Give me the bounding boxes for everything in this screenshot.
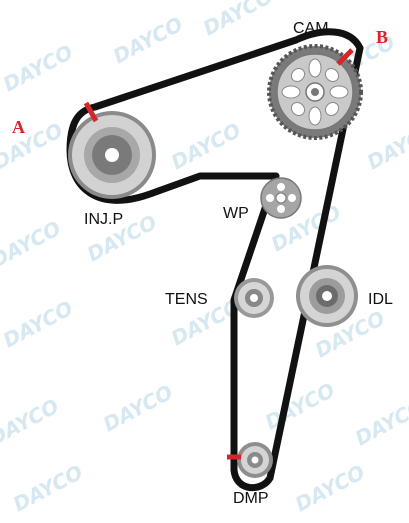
- cam-label: CAM: [293, 20, 329, 37]
- water-pump-pulley: [260, 177, 302, 219]
- mark-label-a: A: [12, 117, 25, 137]
- timing-mark-b: [336, 48, 354, 66]
- watermark: DAYCO: [0, 40, 77, 97]
- watermark: DAYCO: [9, 460, 87, 517]
- watermark: DAYCO: [351, 394, 409, 451]
- watermark: DAYCO: [0, 118, 67, 175]
- watermark: DAYCO: [109, 12, 187, 69]
- tensioner-label: TENS: [165, 291, 208, 308]
- damper-label: DMP: [233, 490, 269, 507]
- watermark: DAYCO: [167, 118, 245, 175]
- water-pump-label: WP: [223, 205, 249, 222]
- watermark: DAYCO: [363, 118, 409, 175]
- cam-pulley: [267, 44, 363, 140]
- watermark: DAYCO: [0, 296, 77, 353]
- watermark: DAYCO: [261, 378, 339, 435]
- mark-label-b: B: [376, 27, 388, 47]
- watermark: DAYCO: [99, 380, 177, 437]
- tensioner-pulley: [234, 278, 274, 318]
- damper-pulley: [237, 442, 273, 478]
- idler-pulley: [296, 265, 358, 327]
- watermark: DAYCO: [291, 460, 369, 517]
- timing-mark-a: [83, 101, 99, 123]
- injection-pump-label: INJ.P: [84, 211, 123, 228]
- watermark: DAYCO: [0, 216, 65, 273]
- idler-label: IDL: [368, 291, 393, 308]
- injection-pump-pulley: [68, 111, 156, 199]
- watermark: DAYCO: [0, 394, 63, 451]
- watermark: DAYCO: [199, 0, 277, 40]
- cam-pulley-holes: [281, 58, 349, 126]
